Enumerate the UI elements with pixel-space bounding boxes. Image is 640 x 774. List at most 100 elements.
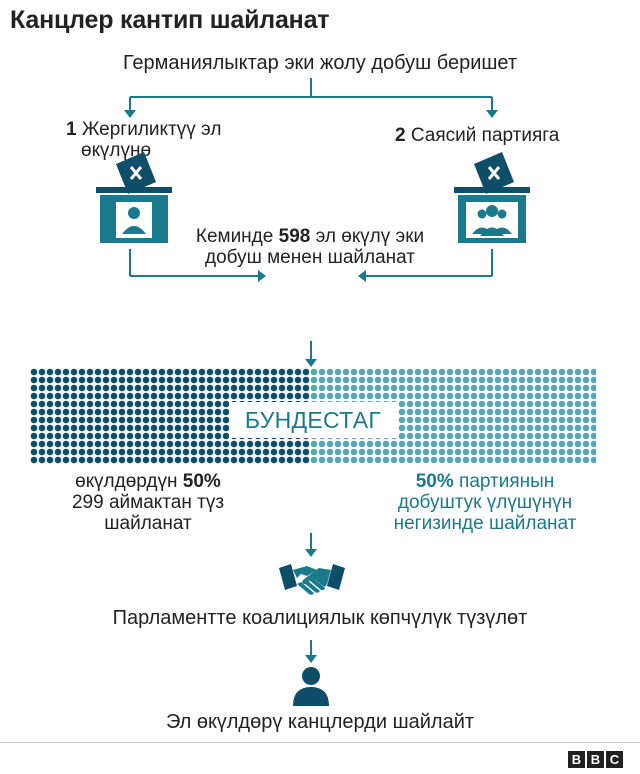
seat-dot [398, 416, 406, 424]
seat-dot [558, 416, 566, 424]
seat-dot [438, 384, 446, 392]
seat-dot [54, 392, 62, 400]
seat-dot [398, 376, 406, 384]
seat-dot [198, 400, 206, 408]
seat-dot [158, 392, 166, 400]
seat-dot [134, 432, 142, 440]
seat-dot [430, 392, 438, 400]
seat-dot [286, 376, 294, 384]
seat-dot [94, 456, 102, 464]
seat-dot [574, 432, 582, 440]
seat-dot [398, 424, 406, 432]
seat-dot [414, 424, 422, 432]
seat-dot [526, 440, 534, 448]
seat-dot [422, 408, 430, 416]
seat-dot [358, 392, 366, 400]
seat-dot [494, 456, 502, 464]
seat-dot [294, 456, 302, 464]
seat-dot [358, 456, 366, 464]
seat-dot [518, 376, 526, 384]
seat-dot [470, 456, 478, 464]
seat-dot [310, 384, 318, 392]
seat-dot [46, 456, 54, 464]
seat-dot [574, 416, 582, 424]
seat-dot [518, 456, 526, 464]
seat-dot [406, 408, 414, 416]
seat-dot [318, 368, 326, 376]
seat-dot [70, 440, 78, 448]
seat-dot [510, 408, 518, 416]
seat-dot [262, 456, 270, 464]
local-rep-label: 1 Жергиликтүү эл өкүлүнө [66, 119, 221, 161]
seat-dot [374, 392, 382, 400]
seat-dot [286, 448, 294, 456]
seat-dot [414, 400, 422, 408]
seat-dot [134, 440, 142, 448]
seat-dot [46, 424, 54, 432]
seat-dot [94, 432, 102, 440]
seat-dot [566, 368, 574, 376]
seat-dot [462, 368, 470, 376]
seat-dot [286, 368, 294, 376]
seat-dot [422, 456, 430, 464]
direct-mandate-pre: өкүлдөрдүн [75, 471, 183, 492]
seat-dot [46, 408, 54, 416]
seat-dot [534, 376, 542, 384]
seat-dot [238, 456, 246, 464]
seat-dot [94, 392, 102, 400]
seat-dot [182, 392, 190, 400]
seat-dot [214, 448, 222, 456]
seat-dot [286, 440, 294, 448]
seat-dot [590, 392, 596, 400]
seat-dot [30, 424, 38, 432]
seat-dot [406, 400, 414, 408]
seat-dot [262, 376, 270, 384]
seat-dot [430, 456, 438, 464]
seat-dot [574, 368, 582, 376]
seat-dot [462, 376, 470, 384]
seat-dot [486, 368, 494, 376]
seat-dot [574, 400, 582, 408]
seat-dot [38, 400, 46, 408]
seat-dot [230, 384, 238, 392]
seat-dot [590, 440, 596, 448]
seat-dot [182, 432, 190, 440]
seat-dot [574, 408, 582, 416]
seat-dot [198, 368, 206, 376]
seat-dot [310, 376, 318, 384]
seat-dot [430, 432, 438, 440]
seat-dot [494, 408, 502, 416]
seat-dot [102, 432, 110, 440]
seat-dot [462, 408, 470, 416]
seat-dot [382, 392, 390, 400]
seat-dot [230, 368, 238, 376]
seat-dot [510, 384, 518, 392]
seat-dot [222, 392, 230, 400]
seat-dot [534, 400, 542, 408]
seat-dot [102, 376, 110, 384]
seat-dot [70, 392, 78, 400]
seat-dot [478, 440, 486, 448]
seat-dot [422, 376, 430, 384]
seat-dot [414, 456, 422, 464]
seat-dot [566, 376, 574, 384]
seat-dot [78, 384, 86, 392]
seat-dot [342, 384, 350, 392]
seat-dot [94, 368, 102, 376]
seat-dot [278, 440, 286, 448]
seat-dot [478, 368, 486, 376]
seat-dot [366, 448, 374, 456]
seat-dot [110, 368, 118, 376]
seat-dot [94, 416, 102, 424]
seat-dot [390, 384, 398, 392]
seat-dot [494, 384, 502, 392]
seat-dot [190, 400, 198, 408]
seat-dot [270, 376, 278, 384]
seat-dot [190, 384, 198, 392]
seat-dot [86, 368, 94, 376]
seat-dot [478, 408, 486, 416]
seat-dot [198, 424, 206, 432]
seat-dot [206, 456, 214, 464]
seat-dot [582, 440, 590, 448]
party-vote-label: 2 Саясий партияга [395, 125, 559, 146]
